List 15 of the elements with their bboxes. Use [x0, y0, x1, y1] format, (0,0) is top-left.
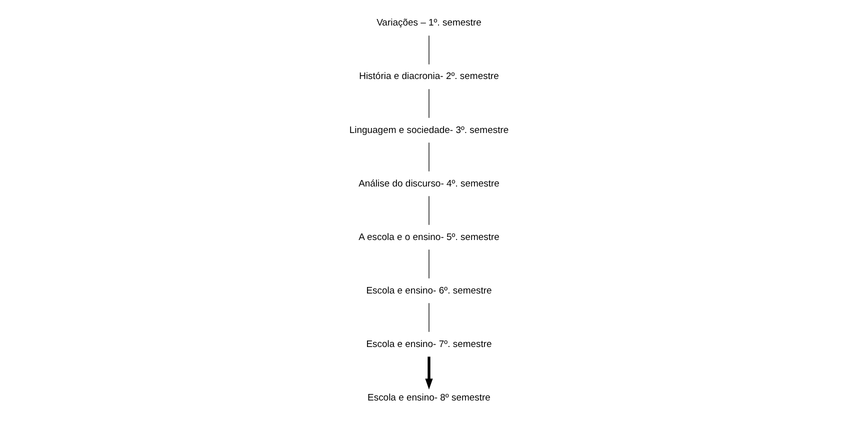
node-text: A escola e o ensino- 5º. semestre — [358, 232, 500, 243]
node-text: História e diacronia- 2º. semestre — [359, 71, 499, 82]
node-text: Escola e ensino- 6º. semestre — [366, 285, 492, 296]
connector — [428, 35, 430, 65]
node-text: Análise do discurso- 4º. semestre — [358, 178, 500, 190]
node-text: Escola e ensino- 8º semestre — [368, 392, 490, 404]
node-text: Linguagem e sociedade- 3º. semestre — [349, 124, 509, 136]
connector — [428, 142, 430, 172]
connector — [428, 88, 430, 118]
arrow — [425, 356, 433, 390]
connector — [428, 302, 430, 332]
connector — [428, 249, 430, 279]
connector — [428, 196, 430, 226]
node-text: Escola e ensino- 7º. semestre — [366, 338, 492, 350]
node-text: Variações – 1º. semestre — [376, 18, 482, 29]
